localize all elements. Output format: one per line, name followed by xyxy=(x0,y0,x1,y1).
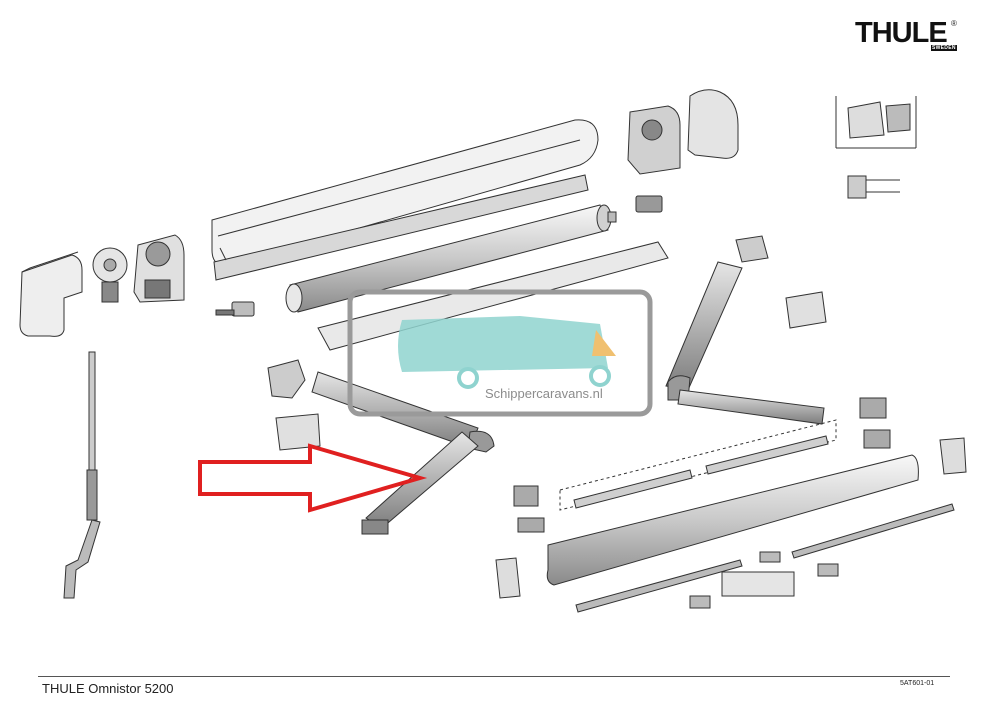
footer-divider xyxy=(38,676,950,677)
telescopic-bar-group xyxy=(559,419,837,511)
right-end-cap xyxy=(627,89,739,213)
crank-handle xyxy=(63,351,101,599)
watermark-text: Schippercaravans.nl xyxy=(485,386,603,401)
front-lead-rail xyxy=(495,454,919,599)
left-end-cap xyxy=(19,251,83,337)
highlight-arrow xyxy=(198,443,428,513)
thule-logo: THULE ® SWEDEN xyxy=(855,17,957,52)
left-arm-assembly xyxy=(267,359,495,535)
brand-sub: SWEDEN xyxy=(931,45,957,51)
detail-inset xyxy=(835,96,917,199)
brand-name: THULE xyxy=(855,17,948,49)
drawing-code: 5AT601-01 xyxy=(900,680,935,687)
cassette-housing xyxy=(211,119,599,281)
registered-mark: ® xyxy=(951,19,957,28)
footer-title: THULE Omnistor 5200 xyxy=(42,681,174,696)
watermark-logo xyxy=(347,289,653,417)
winding-gear-assembly xyxy=(92,234,185,303)
arm-brackets xyxy=(513,397,967,533)
roller-tube xyxy=(285,204,617,313)
lower-rails xyxy=(575,503,955,613)
right-arm-assembly xyxy=(665,235,827,425)
coupling-piece xyxy=(215,301,255,317)
